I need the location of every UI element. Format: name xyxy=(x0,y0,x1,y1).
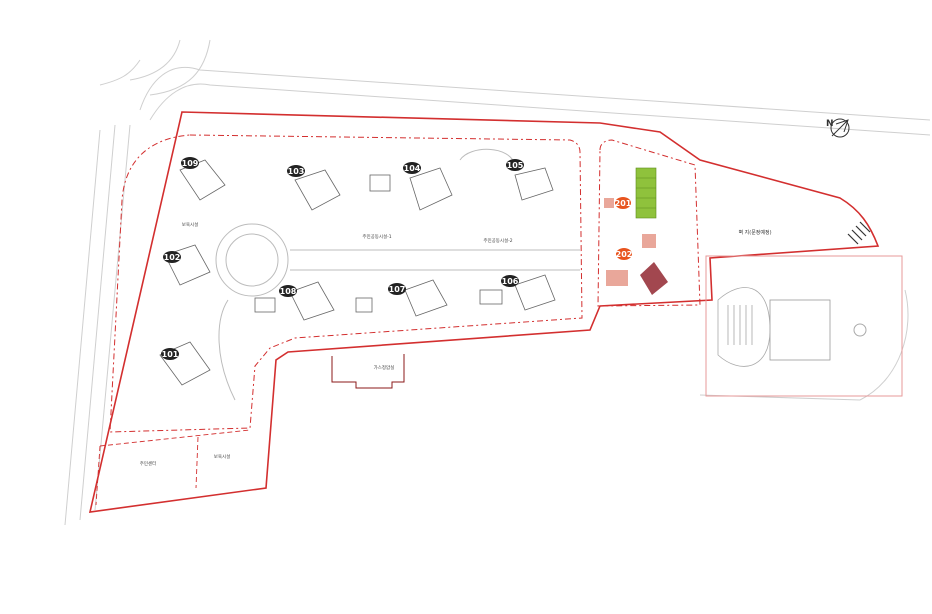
svg-text:N: N xyxy=(826,119,834,129)
svg-text:108: 108 xyxy=(280,287,297,296)
badge-106[interactable]: 106 xyxy=(501,275,519,287)
svg-text:101: 101 xyxy=(162,350,179,359)
svg-text:107: 107 xyxy=(389,285,406,294)
badge-105[interactable]: 105 xyxy=(506,159,524,171)
badge-104[interactable]: 104 xyxy=(403,162,421,174)
gas-station-outline xyxy=(331,354,405,389)
welfare-label: 보육시설 xyxy=(182,221,199,228)
badge-102[interactable]: 102 xyxy=(163,251,181,263)
badge-109[interactable]: 109 xyxy=(181,157,199,169)
svg-text:202: 202 xyxy=(616,250,633,259)
badge-202[interactable]: 202 xyxy=(616,248,633,260)
park-label: 벽 지(문정예정) xyxy=(738,229,771,236)
svg-text:201: 201 xyxy=(615,199,632,208)
svg-text:102: 102 xyxy=(164,253,181,262)
badge-101[interactable]: 101 xyxy=(161,348,179,360)
welfare2-label: 보육시설 xyxy=(214,453,231,460)
svg-text:106: 106 xyxy=(502,277,519,286)
svg-text:105: 105 xyxy=(507,161,524,170)
badge-201[interactable]: 201 xyxy=(615,197,632,209)
badge-108[interactable]: 108 xyxy=(279,285,297,297)
svg-text:104: 104 xyxy=(404,164,421,173)
community1-label: 주민공동시설-1 xyxy=(362,233,391,240)
sports-facility xyxy=(705,255,903,397)
maroon-building xyxy=(640,262,668,295)
crosswalk xyxy=(847,221,871,245)
svg-text:103: 103 xyxy=(288,167,305,176)
badge-103[interactable]: 103 xyxy=(287,165,305,177)
gas-station-label: 가스정압실 xyxy=(374,364,395,371)
surrounding-roads xyxy=(64,39,931,526)
east-buildings xyxy=(604,167,668,295)
badge-107[interactable]: 107 xyxy=(388,283,406,295)
residential-block-boundary xyxy=(109,134,583,433)
pink-building-1 xyxy=(604,198,614,208)
area-labels: 벽 지(문정예정) 주민공동시설-1 주민공동시설-2 가스정압실 보육시설 주… xyxy=(140,221,772,467)
east-block-boundary xyxy=(597,139,701,307)
pink-building-2 xyxy=(642,234,656,248)
svg-text:109: 109 xyxy=(182,159,199,168)
green-building xyxy=(635,167,657,219)
resident-center-label: 주민센터 xyxy=(140,460,157,467)
south-lots xyxy=(95,429,251,506)
building-footprints xyxy=(159,159,556,386)
building-badges: 109 103 104 105 102 108 107 106 xyxy=(161,157,632,360)
site-boundary xyxy=(88,111,880,513)
pink-building-3 xyxy=(606,270,628,286)
north-arrow-icon: N xyxy=(826,118,850,138)
community2-label: 주민공동시설-2 xyxy=(483,237,512,244)
